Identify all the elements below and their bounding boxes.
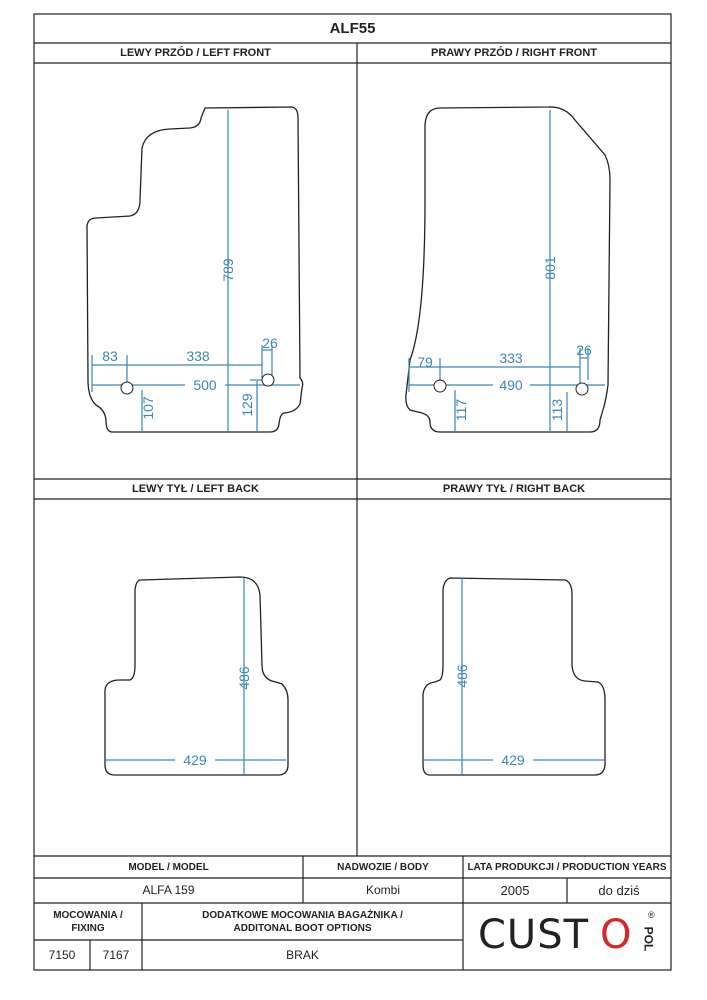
dim-width: 429: [183, 752, 207, 768]
dim-hole-left-x: 79: [417, 354, 433, 370]
boot-value: BRAK: [286, 947, 319, 962]
dim-hole-right-offset: 26: [576, 342, 592, 358]
years-header: LATA PRODUKCJI / PRODUCTION YEARS: [467, 861, 667, 873]
dim-hole-right-offset: 26: [262, 335, 278, 351]
fixing-hole: [261, 373, 275, 387]
dim-hole-right-y: 129: [239, 393, 255, 417]
dim-hole-span: 333: [499, 350, 523, 366]
body-value: Kombi: [365, 883, 400, 897]
fixing-hole: [433, 379, 447, 393]
dim-hole-span: 338: [186, 348, 210, 364]
custopol-logo: CUST O POL ®: [476, 910, 666, 965]
fixing-1: 7150: [48, 947, 76, 962]
left-back-header: LEWY TYŁ / LEFT BACK: [132, 482, 259, 495]
model-value: ALFA 159: [142, 883, 195, 897]
dim-hole-left-y: 107: [140, 396, 156, 420]
dim-hole-left-y: 117: [453, 399, 469, 422]
fixing-hole: [575, 382, 589, 396]
year-from: 2005: [500, 883, 530, 898]
left-front-outline: [86, 106, 304, 433]
grid-lines: [33, 13, 672, 971]
model-header: MODEL / MODEL: [128, 861, 209, 873]
dim-width: 429: [501, 752, 525, 768]
dim-width: 500: [193, 377, 217, 393]
logo-pol: POL: [641, 926, 656, 952]
left-front-mat: 789 500 338 83 26 107 129: [86, 106, 304, 433]
logo-text: CUST: [478, 912, 590, 958]
dim-length: 486: [236, 666, 252, 690]
right-back-header: PRAWY TYŁ / RIGHT BACK: [442, 482, 586, 495]
boot-header: DODATKOWE MOCOWANIA BAGAŻNIKA / ADDITONA…: [202, 909, 403, 934]
dim-hole-left-x: 83: [102, 348, 118, 364]
body-header: NADWOZIE / BODY: [337, 861, 429, 873]
registered-mark: ®: [648, 910, 655, 920]
left-front-header: LEWY PRZÓD / LEFT FRONT: [120, 46, 271, 59]
page-title: ALF55: [329, 20, 376, 37]
right-front-outline: [405, 106, 611, 433]
right-back-mat: 486 429: [422, 577, 606, 776]
left-back-outline: [104, 576, 289, 776]
fixing-2: 7167: [102, 947, 130, 962]
fixing-hole: [120, 381, 134, 395]
dim-length: 789: [220, 258, 236, 282]
right-front-header: PRAWY PRZÓD / RIGHT FRONT: [430, 46, 598, 59]
right-front-mat: 801 490 333 79 26 117 113: [405, 106, 611, 433]
dim-length: 486: [454, 664, 470, 688]
logo-o: O: [600, 912, 632, 958]
dim-hole-right-y: 113: [549, 399, 565, 422]
right-back-outline: [422, 577, 606, 776]
left-back-mat: 486 429: [104, 576, 289, 776]
dim-width: 490: [499, 377, 523, 393]
fixing-header: MOCOWANIA / FIXING: [53, 909, 123, 934]
year-to: do dziś: [598, 883, 640, 898]
dim-length: 801: [542, 256, 558, 280]
